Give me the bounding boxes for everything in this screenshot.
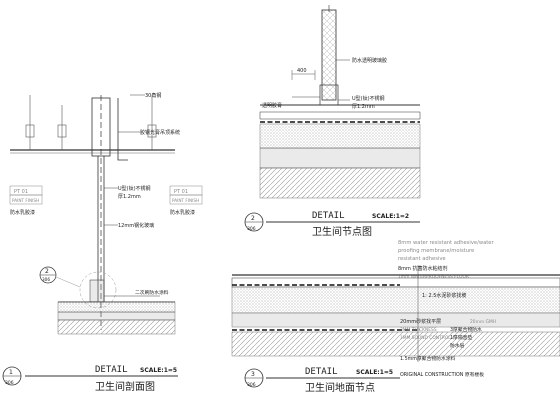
panel-1-section: 30角钢 胶钢光膏吊顶系统 U型(钛)不锈钢 厚1.2mm 12mm钢化玻璃 P… [2,92,203,393]
title-1-detail: DETAIL [95,365,128,375]
title-2-scale: SCALE:1=2 [372,213,409,220]
threshold-base [89,279,105,303]
note-en-1: 8mm water resistant adhesive/water [398,240,494,246]
panel-2-node: 400 防水透明玻璃胶 透明胶膏 U型(钛)不锈钢 厚1.2mm 2 306 D… [244,5,421,238]
callout-sheet: 306 [42,277,50,282]
title-3-num: 3 [251,371,255,378]
note-cn-1: 8mm 抗菌防水粘结剂 [398,265,448,272]
note-en-3: resistant adhesive [398,256,446,262]
slab-layer-2 [259,167,421,199]
label-u-steel: U型(钛)不锈钢 [118,185,151,192]
label-original: ORIGINAL CONSTRUCTION 原有楼板 [400,371,484,378]
dim-text: 400 [297,68,307,74]
title-3-name: 卫生间地面节点 [305,381,375,394]
title-2-detail: DETAIL [312,211,345,221]
note-en-2: proofing membrane/moisture [398,248,474,254]
title-1-sheet: 306 [5,380,14,386]
title-2-name: 卫生间节点图 [312,225,372,238]
title-3-sheet: 306 [247,382,256,388]
label-screed-cn: 20mm砂浆找平层 [400,318,441,325]
label-glass-12: 12mm钢化玻璃 [118,222,154,229]
frame-bracket [117,98,128,161]
title-block-2: 2 306 DETAIL SCALE:1=2 卫生间节点图 [244,211,420,238]
label-rt-2: 1厚隔音垫 [450,334,472,341]
label-u-steel-2: U型(钛)不锈钢 [352,95,385,102]
screed-layer-3 [231,312,560,328]
title-3-scale: SCALE:1=5 [356,369,393,376]
callout-num: 2 [45,268,49,275]
label-mortar: 1: 2.5水泥砂浆找坡 [422,292,466,299]
label-waterproof-right: 防水乳胶漆 [170,209,195,216]
note-en-4: 1mm WATERPROOFNESS FLOOR [398,274,469,280]
title-2-num: 2 [251,215,255,222]
title-2-sheet: 306 [247,226,256,232]
callout-2-306: 2 306 [39,266,117,309]
label-u-steel-thk: 厚1.2mm [118,194,141,200]
floor-screed [57,301,176,313]
title-3-detail: DETAIL [305,367,338,377]
panel-3-floor: 8mm water resistant adhesive/water proof… [231,240,560,394]
label-light-box: 胶钢光膏吊顶系统 [140,129,180,136]
tag-right: PT 01 PAINT FINISH 防水乳胶漆 [169,185,203,216]
label-rt-3: 防水层 [450,342,465,349]
label-waterproof-cn: 1.5mm厚聚合物防水涂料 [400,355,456,362]
label-rt-1: 3厚聚合物防水 [450,326,482,333]
label-thk-en: 3MM THICKNESS [400,327,437,333]
tag-left: PT 01 PAINT FINISH 防水乳胶漆 [9,185,43,216]
label-glass-strip: 防水透明玻璃胶 [352,57,387,64]
tag-right-code: PT 01 [174,189,188,195]
mortar-layer-2 [259,147,421,169]
title-block-3: 3 306 DETAIL SCALE:1=5 卫生间地面节点 [244,367,400,394]
floor-membrane [57,311,176,321]
mortar-layer-3 [231,286,560,314]
tag-left-paint: PAINT FINISH [12,198,39,203]
label-screed-en: 20mm GMH [470,319,496,325]
floor-slab [57,319,176,335]
label-u-steel-thk-2: 厚1.2mm [352,104,375,110]
label-waterproof-left: 防水乳胶漆 [10,209,35,216]
hanger-clip-left [25,124,35,138]
finish-layer-2 [259,111,421,120]
screed-layer-2 [259,123,421,149]
title-1-num: 1 [9,369,13,376]
slab-layer-3 [231,331,560,357]
hanger-clip-right [147,124,157,138]
title-1-name: 卫生间剖面图 [95,380,155,393]
label-protect-en: 1MM SOUND CONTROL [400,335,451,341]
glass-post [321,9,337,101]
title-1-scale: SCALE:1=5 [140,367,177,374]
tag-right-paint: PAINT FINISH [172,198,199,203]
title-block-1: 1 306 DETAIL SCALE:1=5 卫生间剖面图 [2,365,178,393]
label-steel-30: 30角钢 [145,92,161,99]
label-grout: 二次刷防水涂料 [135,289,169,296]
tag-left-code: PT 01 [14,189,28,195]
